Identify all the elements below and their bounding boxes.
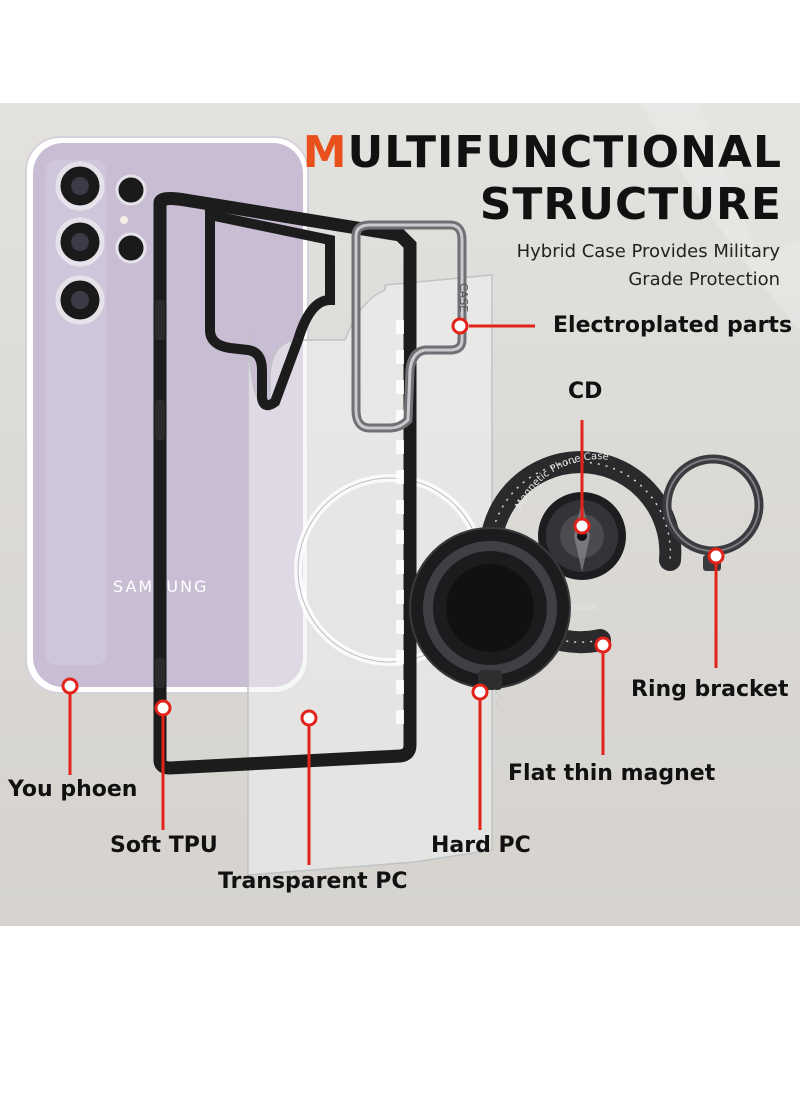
product-panel: SAMSUNG xyxy=(0,103,800,926)
leaf-shadow xyxy=(640,103,800,330)
frame-grip-slots xyxy=(396,320,404,724)
label-flat-thin-magnet: Flat thin magnet xyxy=(508,761,716,786)
camera-lenses xyxy=(55,161,147,325)
label-you-phoen: You phoen xyxy=(8,777,138,802)
label-ring-bracket: Ring bracket xyxy=(631,677,789,702)
title-accent-letter: M xyxy=(302,127,348,178)
cd-disc xyxy=(538,492,626,580)
subtitle-line-1: Hybrid Case Provides Military xyxy=(516,241,780,262)
title-line-2: STRUCTURE xyxy=(479,179,782,230)
hard-pc-puck xyxy=(409,527,571,713)
title-line-1-rest: ULTIFUNCTIONAL xyxy=(347,127,782,178)
label-soft-tpu: Soft TPU xyxy=(110,833,218,858)
label-hard-pc: Hard PC xyxy=(431,833,531,858)
callout-lines xyxy=(68,324,718,865)
label-transparent-pc: Transparent PC xyxy=(218,869,408,894)
label-electroplated-parts: Electroplated parts xyxy=(553,313,793,338)
electroplated-camera-frame: CASE xyxy=(351,220,470,433)
title-line-1: MULTIFUNCTIONAL xyxy=(303,127,782,179)
page-title: MULTIFUNCTIONAL STRUCTURE xyxy=(303,127,782,231)
product-illustration: SAMSUNG xyxy=(25,103,800,876)
phone-body: SAMSUNG xyxy=(25,136,309,694)
case-edge-text: CASE xyxy=(457,283,470,312)
subtitle: Hybrid Case Provides Military Grade Prot… xyxy=(517,238,780,294)
subtitle-line-2: Grade Protection xyxy=(628,269,780,290)
ring-inner-text: Magnetic xyxy=(552,602,598,613)
callout-dots xyxy=(61,317,725,727)
label-cd: CD xyxy=(568,379,603,404)
